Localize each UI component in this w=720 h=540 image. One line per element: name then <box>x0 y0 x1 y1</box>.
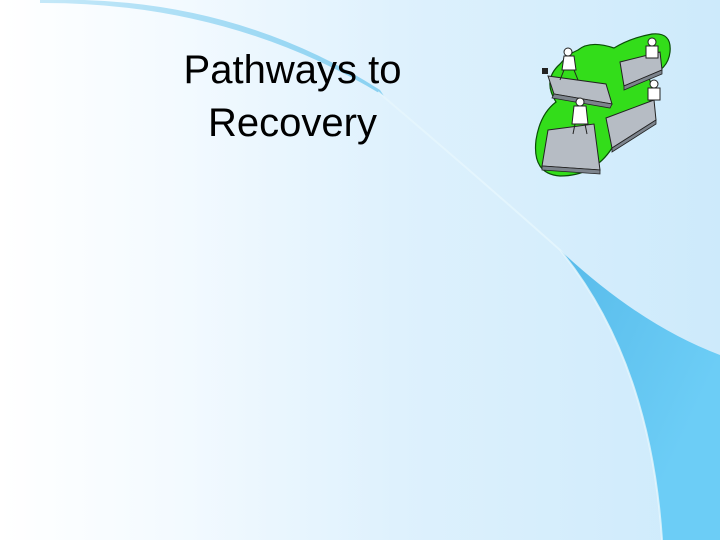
people-walking-on-bridges-icon <box>534 33 671 177</box>
slide-title: Pathways to Recovery <box>150 44 435 150</box>
blue-swoosh <box>378 92 720 540</box>
swoosh-edge <box>377 91 663 540</box>
title-line-1: Pathways to <box>183 48 402 92</box>
title-line-2: Recovery <box>208 101 377 145</box>
top-arc <box>40 0 384 96</box>
